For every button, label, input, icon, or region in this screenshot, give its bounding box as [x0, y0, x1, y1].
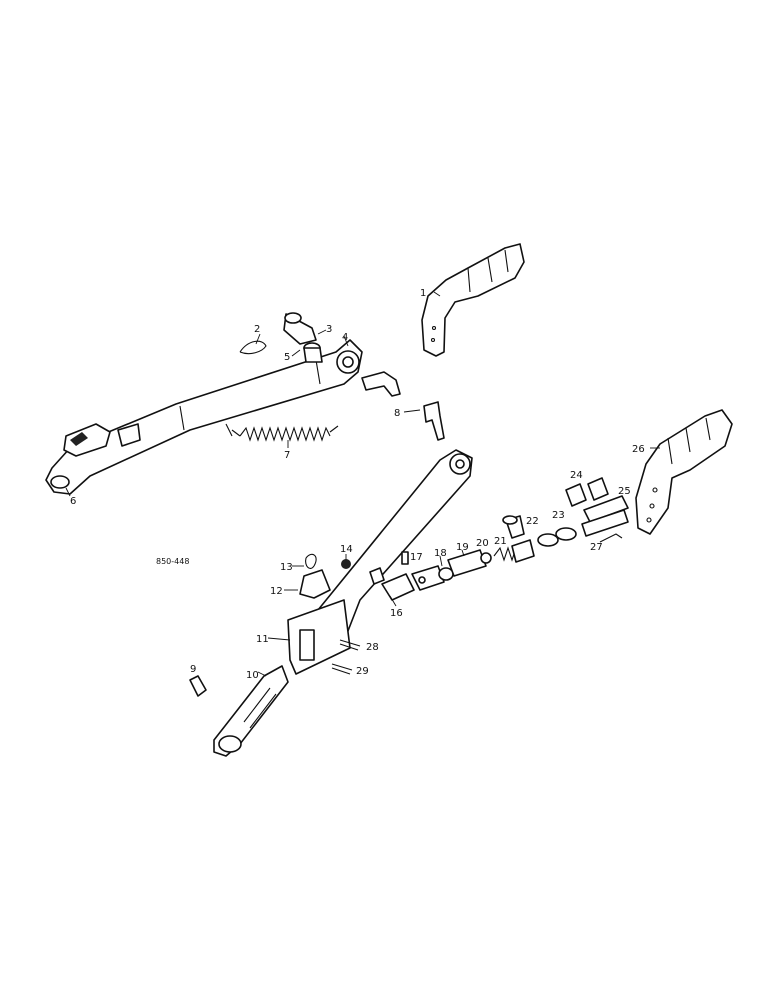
callout-26: 26	[632, 444, 645, 455]
callout-20: 20	[476, 538, 489, 549]
callout-25: 25	[618, 486, 631, 497]
callout-2: 2	[254, 324, 260, 335]
callout-11: 11	[256, 634, 269, 645]
callout-14: 14	[340, 544, 353, 555]
callout-5: 5	[284, 352, 290, 363]
pins-upper	[239, 312, 323, 363]
callout-1: 1	[420, 288, 426, 299]
callout-16: 16	[390, 608, 403, 619]
callout-23: 23	[552, 510, 565, 521]
small-brackets	[361, 371, 445, 441]
callout-13: 13	[280, 562, 293, 573]
callout-labels: 1 2 3 4 5 6 7 8 9 10 11 12 13 14 16 17 1…	[70, 288, 645, 681]
callout-19: 19	[456, 542, 469, 553]
callout-7: 7	[284, 450, 290, 461]
turnbuckle-assembly	[369, 515, 577, 601]
callout-24: 24	[570, 470, 583, 481]
callout-29: 29	[356, 666, 369, 677]
callout-21: 21	[494, 536, 507, 547]
callout-3: 3	[326, 324, 332, 335]
callout-10: 10	[246, 670, 259, 681]
callout-6: 6	[70, 496, 76, 507]
callout-18: 18	[434, 548, 447, 559]
link-plates	[565, 477, 629, 543]
callout-27: 27	[590, 542, 603, 553]
callout-12: 12	[270, 586, 283, 597]
lift-rod-assembly	[189, 449, 473, 757]
callout-9: 9	[190, 664, 196, 675]
spring	[225, 423, 339, 442]
bracket-left	[421, 243, 525, 357]
leader-lines	[65, 291, 660, 677]
lower-link-arm-upper	[45, 339, 363, 495]
callout-28: 28	[366, 642, 379, 653]
reference-code: 850-448	[156, 557, 189, 566]
callout-17: 17	[410, 552, 423, 563]
callout-8: 8	[394, 408, 400, 419]
pins-lower	[331, 639, 361, 675]
callout-4: 4	[342, 332, 348, 343]
callout-22: 22	[526, 516, 539, 527]
bracket-right	[635, 409, 733, 535]
